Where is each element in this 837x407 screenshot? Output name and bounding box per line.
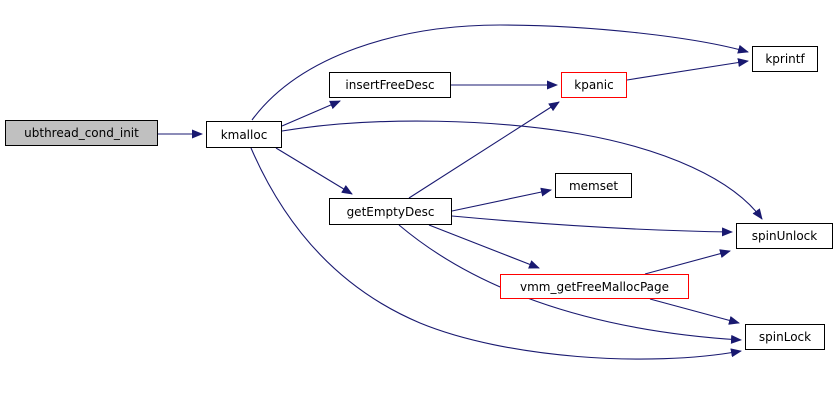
- edge-kmalloc-to-spinUnlock: [281, 120, 763, 220]
- node-kprintf[interactable]: kprintf: [752, 46, 818, 72]
- node-vmm-getfreemallocpage[interactable]: vmm_getFreeMallocPage: [500, 274, 689, 299]
- edge-getEmptyDesc-to-kpanic: [408, 101, 560, 199]
- node-spinlock[interactable]: spinLock: [745, 324, 825, 350]
- edge-kmalloc-to-getEmptyDesc: [275, 147, 353, 195]
- node-kpanic[interactable]: kpanic: [561, 72, 627, 98]
- node-kmalloc[interactable]: kmalloc: [206, 121, 282, 148]
- edge-vmm_getFreeMallocPage-to-spinUnlock: [644, 249, 731, 275]
- edge-kpanic-to-kprintf: [626, 58, 749, 81]
- edge-getEmptyDesc-to-memset: [451, 187, 552, 212]
- edge-kmalloc-to-insertFreeDesc: [281, 100, 341, 127]
- edge-getEmptyDesc-to-spinLock: [398, 224, 742, 344]
- node-spinunlock[interactable]: spinUnlock: [736, 223, 833, 249]
- edge-kmalloc-to-kprintf: [251, 24, 749, 121]
- node-memset[interactable]: memset: [555, 173, 632, 198]
- edge-kmalloc-to-spinLock: [250, 147, 742, 360]
- edge-getEmptyDesc-to-spinUnlock: [451, 215, 733, 237]
- edge-vmm_getFreeMallocPage-to-spinLock: [649, 298, 740, 325]
- edge-getEmptyDesc-to-vmm_getFreeMallocPage: [428, 224, 540, 269]
- node-insertfreedesc[interactable]: insertFreeDesc: [329, 72, 451, 98]
- node-getemptydesc[interactable]: getEmptyDesc: [329, 198, 452, 225]
- node-ubthread-cond-init: ubthread_cond_init: [5, 120, 158, 146]
